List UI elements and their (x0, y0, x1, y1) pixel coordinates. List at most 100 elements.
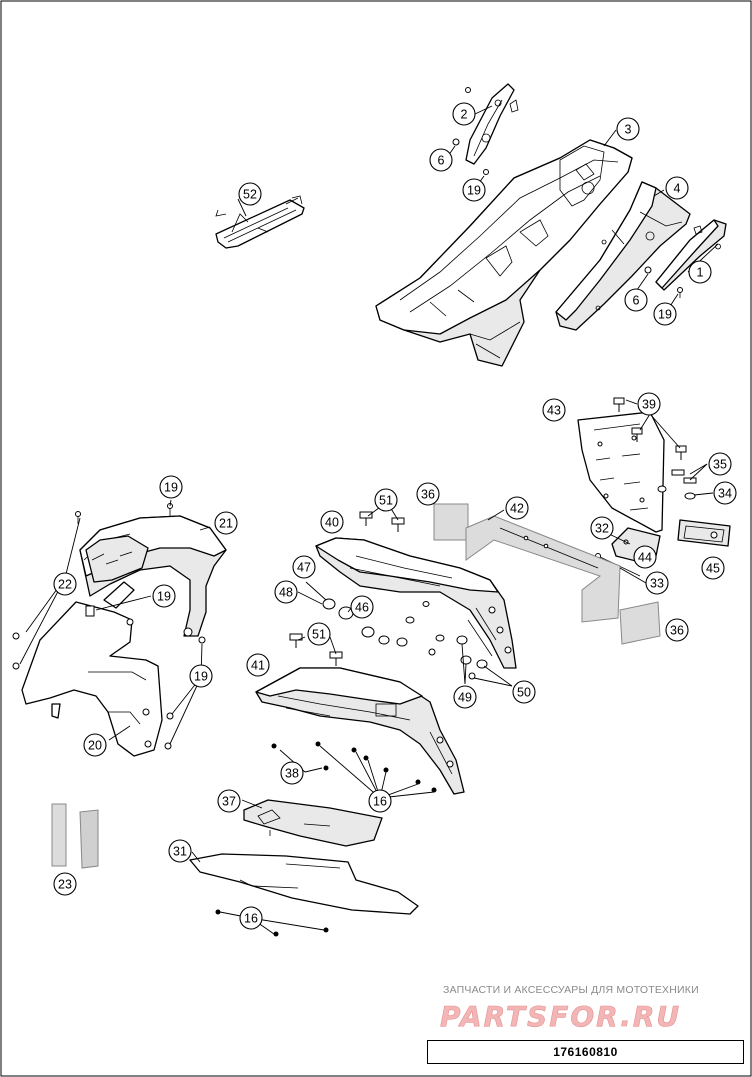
callout-label: 21 (219, 517, 233, 531)
callout-36: 36 (416, 482, 440, 506)
callout-label: 49 (458, 691, 472, 705)
callout-19: 19 (462, 178, 486, 202)
callout-circle (701, 556, 725, 580)
part-31-plate (189, 853, 419, 915)
callout-label: 16 (373, 795, 387, 809)
callout-circle (616, 117, 640, 141)
callout-label: 31 (173, 845, 187, 859)
callout-label: 36 (670, 624, 684, 638)
callout-6: 6 (624, 288, 648, 312)
callout-label: 42 (510, 502, 524, 516)
callout-circle (217, 789, 241, 813)
callout-label: 33 (650, 577, 664, 591)
part-41-lower-fender (255, 667, 465, 795)
callout-circle (505, 496, 529, 520)
callout-44: 44 (633, 545, 657, 569)
callout-label: 50 (517, 686, 531, 700)
callout-label: 41 (251, 659, 265, 673)
callout-circle (645, 571, 669, 595)
callout-circle (274, 580, 298, 604)
callout-39: 39 (637, 392, 661, 416)
callout-label: 19 (658, 308, 672, 322)
part-37-splash-guard (243, 799, 383, 847)
callout-2: 2 (452, 102, 476, 126)
callout-circle (453, 685, 477, 709)
part-4-side-panel (555, 181, 691, 331)
part-21-front-fender (79, 515, 227, 637)
callout-4: 4 (665, 176, 689, 200)
callout-1: 1 (688, 260, 712, 284)
callout-circle (653, 302, 677, 326)
callout-circle (280, 761, 304, 785)
callout-38: 38 (280, 761, 304, 785)
callout-16: 16 (368, 789, 392, 813)
callout-36: 36 (665, 618, 689, 642)
callout-41: 41 (246, 653, 270, 677)
callout-circle (542, 398, 566, 422)
callout-32: 32 (590, 516, 614, 540)
callout-label: 4 (674, 182, 681, 196)
callout-45: 45 (701, 556, 725, 580)
fasteners-top (452, 138, 683, 298)
callout-circle (239, 906, 263, 930)
callout-3: 3 (616, 117, 640, 141)
callout-circle (238, 182, 262, 206)
callout-label: 6 (633, 294, 640, 308)
callout-circle (416, 482, 440, 506)
callout-label: 1 (697, 266, 704, 280)
callout-circle (53, 872, 77, 896)
callout-label: 37 (222, 795, 236, 809)
fasteners-front (12, 503, 206, 750)
callout-label: 51 (312, 628, 326, 642)
callout-circle (624, 288, 648, 312)
callout-circle (159, 475, 183, 499)
callout-circle (462, 178, 486, 202)
callout-label: 6 (438, 154, 445, 168)
callout-52: 52 (238, 182, 262, 206)
diagram-id-box: 176160810 (427, 1040, 744, 1064)
callout-circle (452, 102, 476, 126)
callout-label: 36 (421, 488, 435, 502)
callout-21: 21 (214, 511, 238, 535)
callout-circle (292, 555, 316, 579)
callout-circle (665, 618, 689, 642)
callout-circle (368, 789, 392, 813)
callout-49: 49 (453, 685, 477, 709)
callout-label: 45 (706, 562, 720, 576)
callout-42: 42 (505, 496, 529, 520)
callout-label: 2 (461, 108, 468, 122)
callout-51: 51 (374, 488, 398, 512)
callout-label: 19 (467, 184, 481, 198)
callout-6: 6 (429, 148, 453, 172)
callout-circle (374, 488, 398, 512)
callout-circle (214, 511, 238, 535)
part-2-side-cover (465, 83, 519, 165)
part-1-side-cover (655, 219, 727, 291)
callout-label: 32 (595, 522, 609, 536)
callout-circle (429, 148, 453, 172)
callout-40: 40 (320, 510, 344, 534)
callout-label: 39 (642, 398, 656, 412)
callout-circle (688, 260, 712, 284)
callout-label: 23 (58, 878, 72, 892)
part-23-strips (51, 803, 99, 869)
callout-16: 16 (239, 906, 263, 930)
part-3-rear-subframe (375, 139, 633, 367)
callout-51: 51 (307, 622, 331, 646)
part-45-reflector (677, 519, 731, 547)
callout-34: 34 (713, 481, 737, 505)
callout-circle (168, 839, 192, 863)
callout-label: 40 (325, 516, 339, 530)
callout-23: 23 (53, 872, 77, 896)
callout-circle (189, 664, 213, 688)
callout-circle (53, 572, 77, 596)
callout-circle (320, 510, 344, 534)
callout-43: 43 (542, 398, 566, 422)
part-36-pads (433, 503, 661, 645)
watermark-caption: ЗАПЧАСТИ И АКСЕССУАРЫ ДЛЯ МОТОТЕХНИКИ (443, 984, 699, 996)
callout-19: 19 (189, 664, 213, 688)
callout-46: 46 (350, 595, 374, 619)
